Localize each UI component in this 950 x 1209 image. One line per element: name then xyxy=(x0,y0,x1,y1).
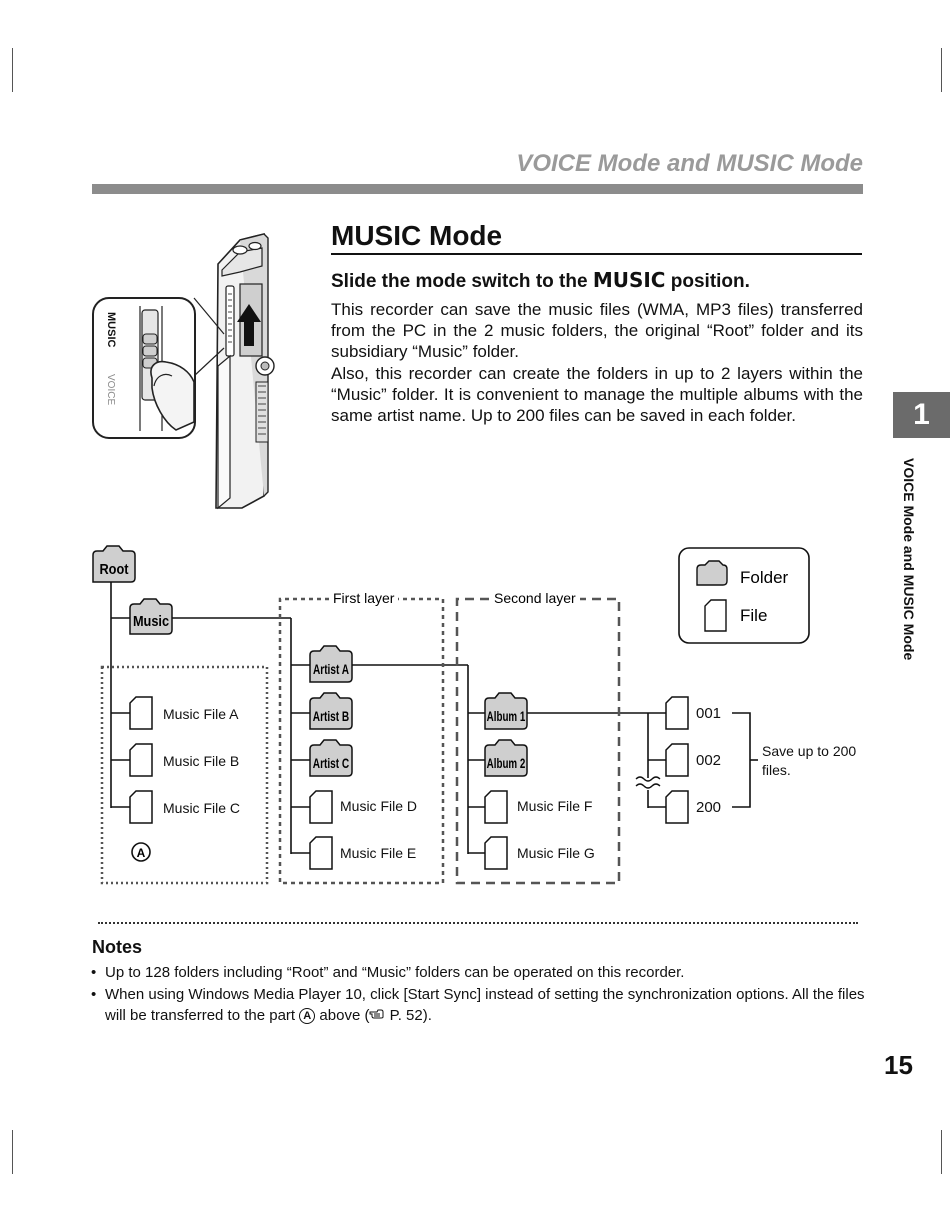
intro-body: This recorder can save the music files (… xyxy=(331,299,863,426)
title-bar xyxy=(92,184,863,194)
sub-heading-after: position. xyxy=(665,271,750,292)
crop-mark-top-left xyxy=(12,48,13,92)
second-layer-label: Second layer xyxy=(494,590,576,606)
first-layer-label: First layer xyxy=(333,590,395,606)
folder-album-1-label: Album 1 xyxy=(487,708,526,724)
note-2-before: When using Windows Media Player 10, clic… xyxy=(105,985,865,1025)
running-title: VOICE Mode and MUSIC Mode xyxy=(516,150,863,177)
part-a-marker: A xyxy=(131,842,151,862)
folder-root-label: Root xyxy=(99,560,128,577)
file-icon xyxy=(484,836,508,870)
folder-music-label: Music xyxy=(133,612,169,629)
file-icon xyxy=(665,696,689,730)
page-number: 15 xyxy=(884,1050,913,1080)
second-layer-box xyxy=(455,597,621,885)
note-2-middle: above ( xyxy=(315,1007,370,1024)
file-label: Music File G xyxy=(517,845,595,861)
folder-artist-b: Artist B xyxy=(309,692,353,730)
file-label: 200 xyxy=(696,799,721,816)
side-title: VOICE Mode and MUSIC Mode xyxy=(901,458,917,661)
section-title: MUSIC Mode xyxy=(331,220,503,251)
file-label: Music File D xyxy=(340,798,417,814)
diagram-legend: Folder File xyxy=(678,547,810,644)
legend-folder-icon xyxy=(696,560,728,586)
switch-zoom-callout: MUSIC VOICE xyxy=(92,297,225,439)
save-note-line-1: Save up to 200 xyxy=(762,743,856,759)
legend-file-label: File xyxy=(740,606,767,625)
folder-tree-diagram: First layer Second layer Root Music Arti… xyxy=(92,545,856,885)
legend-folder-label: Folder xyxy=(740,568,789,587)
section-rule xyxy=(331,253,862,255)
file-label: Music File B xyxy=(163,753,239,769)
folder-music: Music xyxy=(129,598,173,635)
save-note-line-2: files. xyxy=(762,762,791,778)
file-icon xyxy=(129,790,153,824)
file-icon xyxy=(129,743,153,777)
part-a-marker-inline: A xyxy=(299,1008,316,1024)
file-icon xyxy=(484,790,508,824)
crop-mark-top-right xyxy=(941,48,942,92)
pointing-hand-icon xyxy=(369,1009,384,1019)
file-icon xyxy=(665,790,689,824)
sub-heading-keyword: MUSIC xyxy=(592,268,666,292)
crop-mark-bottom-right xyxy=(941,1130,942,1174)
folder-album-1: Album 1 xyxy=(484,692,528,730)
crop-mark-bottom-left xyxy=(12,1130,13,1174)
part-a-marker-letter: A xyxy=(137,846,146,860)
intro-paragraph-2: Also, this recorder can create the folde… xyxy=(331,363,863,426)
note-item: When using Windows Media Player 10, clic… xyxy=(88,984,866,1027)
folder-artist-b-label: Artist B xyxy=(313,708,350,724)
sub-heading: Slide the mode switch to the MUSIC posit… xyxy=(331,268,750,293)
omission-wave-icon xyxy=(635,776,661,789)
note-2-after: P. 52). xyxy=(385,1007,432,1024)
recorder-body xyxy=(215,232,275,510)
note-item: Up to 128 folders including “Root” and “… xyxy=(88,962,866,984)
chapter-tab: 1 xyxy=(893,392,950,438)
file-icon xyxy=(309,790,333,824)
sub-heading-before: Slide the mode switch to the xyxy=(331,271,593,292)
folder-album-2: Album 2 xyxy=(484,739,528,777)
note-1-text: Up to 128 folders including “Root” and “… xyxy=(105,964,685,981)
folder-album-2-label: Album 2 xyxy=(487,755,526,771)
folder-root: Root xyxy=(92,545,136,583)
legend-file-icon xyxy=(704,599,727,632)
folder-artist-a: Artist A xyxy=(309,645,353,683)
notes-separator xyxy=(98,922,858,924)
part-a-box xyxy=(100,665,269,885)
folder-artist-c: Artist C xyxy=(309,739,353,777)
first-layer-box xyxy=(278,597,445,885)
file-label: Music File A xyxy=(163,706,239,722)
file-label: 001 xyxy=(696,705,721,722)
tree-connectors xyxy=(110,582,758,854)
file-icon xyxy=(309,836,333,870)
file-label: Music File E xyxy=(340,845,416,861)
intro-paragraph-1: This recorder can save the music files (… xyxy=(331,300,863,362)
notes-heading: Notes xyxy=(92,937,143,957)
folder-artist-a-label: Artist A xyxy=(313,661,349,677)
file-label: Music File C xyxy=(163,800,240,816)
file-icon xyxy=(665,743,689,777)
switch-label-voice: VOICE xyxy=(105,374,116,405)
folder-artist-c-label: Artist C xyxy=(313,755,350,771)
slide-up-arrow-icon xyxy=(237,304,261,346)
file-label: Music File F xyxy=(517,798,592,814)
recorder-illustration: MUSIC VOICE xyxy=(92,232,275,510)
file-label: 002 xyxy=(696,752,721,769)
file-icon xyxy=(129,696,153,730)
notes-list: Up to 128 folders including “Root” and “… xyxy=(88,962,866,1027)
switch-label-music: MUSIC xyxy=(105,312,117,348)
